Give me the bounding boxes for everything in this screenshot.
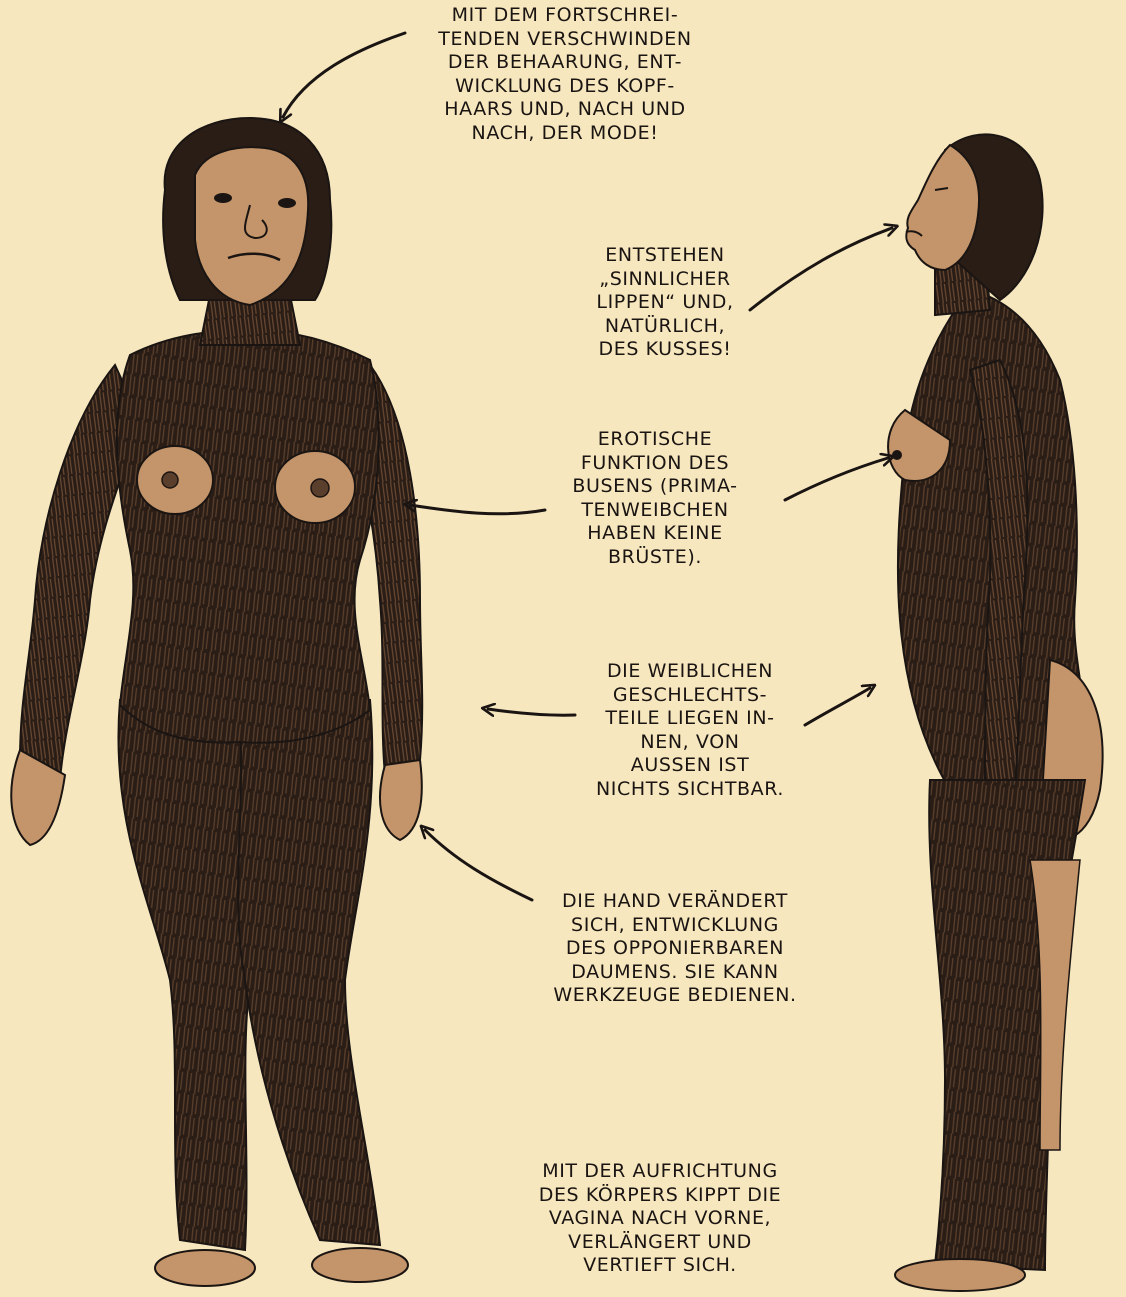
front-right-foot [312,1248,408,1282]
side-view-figure [888,134,1102,1291]
arrow-hair [283,33,405,117]
caption-genitals: DIE WEIBLICHEN GESCHLECHTS- TEILE LIEGEN… [545,660,835,801]
front-view-figure [11,118,422,1286]
arrow-hand [425,830,532,900]
front-left-foot [155,1250,255,1286]
caption-breasts: EROTISCHE FUNKTION DES BUSENS (PRIMA- TE… [525,428,785,569]
front-left-leg [118,700,254,1250]
caption-vagina: MIT DER AUFRICHTUNG DES KÖRPERS KIPPT DI… [490,1160,830,1278]
caption-hair: MIT DEM FORTSCHREI- TENDEN VERSCHWINDEN … [400,4,730,145]
front-right-hand [380,760,422,840]
caption-lips: ENTSTEHEN „SINNLICHER LIPPEN“ UND, NATÜR… [555,244,775,362]
arrow-breast-right [785,458,888,500]
side-foot [895,1259,1025,1291]
front-right-leg [238,700,380,1245]
front-torso [117,330,379,743]
caption-hand: DIE HAND VERÄNDERT SICH, ENTWICKLUNG DES… [520,890,830,1008]
